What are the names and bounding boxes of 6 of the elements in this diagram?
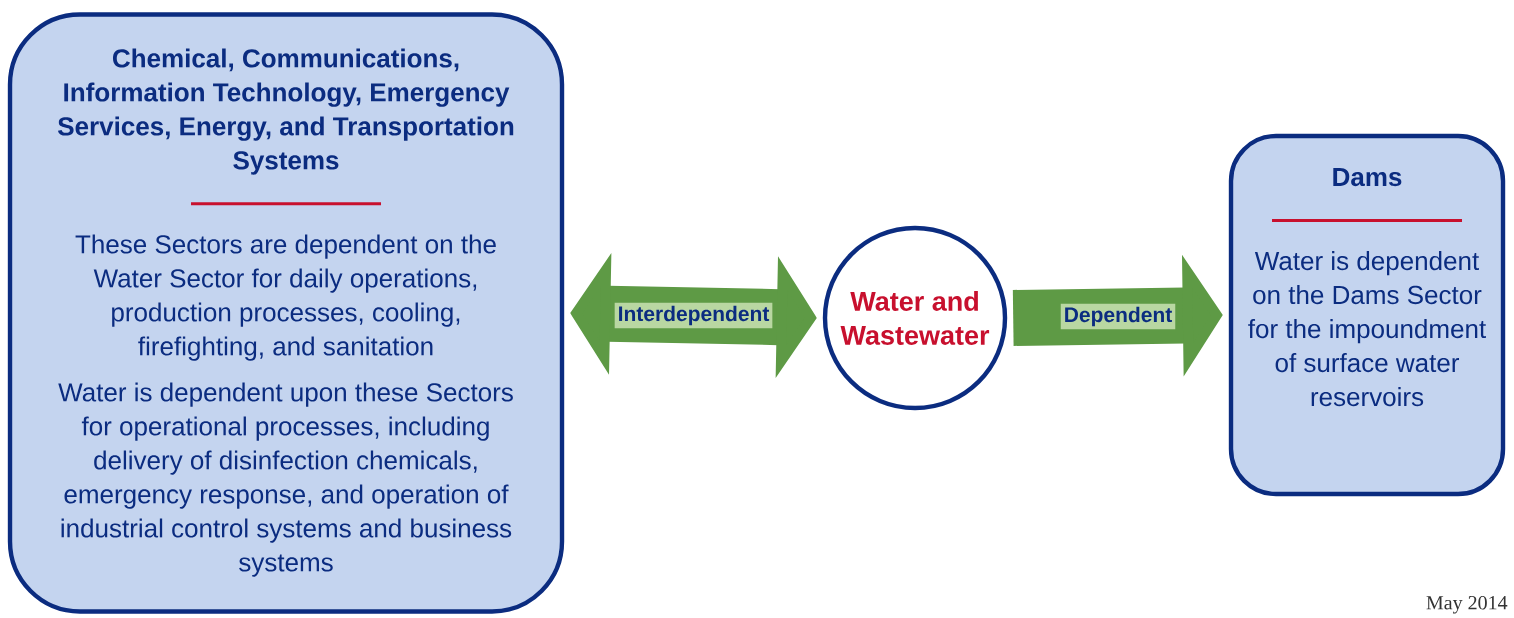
circle-node: Water and Wastewater: [822, 225, 1008, 411]
sector-box: Dams Water is dependent on the Dams Sector for the impoundment of surface water reservoirs: [1228, 133, 1506, 497]
edge-label: Interdependent: [614, 302, 773, 329]
date-note: May 2014: [1426, 596, 1508, 614]
edge-label: Dependent: [1060, 303, 1176, 330]
sector-box: Chemical, Communications, Information Technology, Emergency Services, Energy, and Transportation Systems These Sectors are dependent on the Water Sector for daily operations, production processes, cooling, firefighting, and sanitation Water is dependent upon these Sectors for operational processes, including delivery of disinfection chemicals, emergency response, and operation of industrial control systems and business systems: [7, 12, 565, 614]
